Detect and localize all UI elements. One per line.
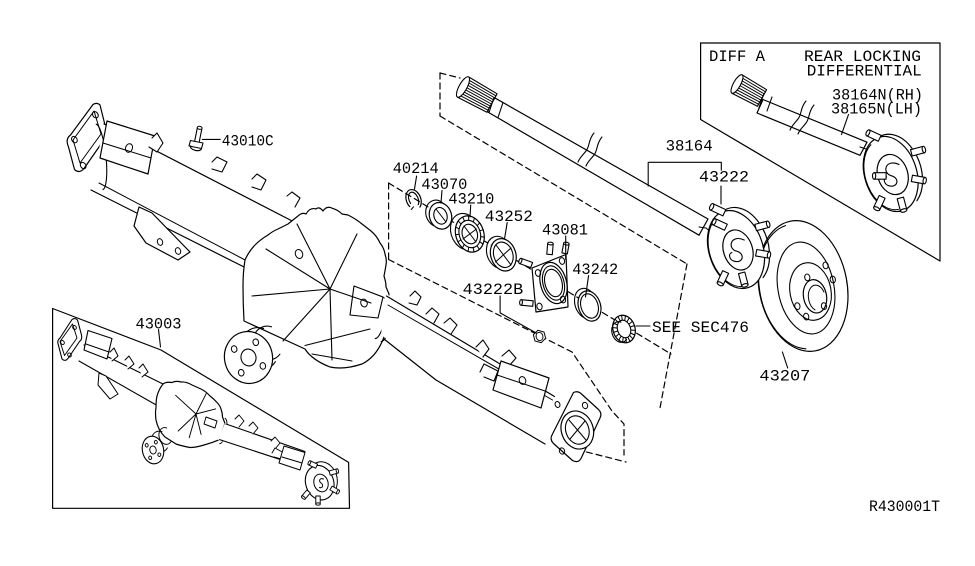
svg-text:43070: 43070 [421,176,467,194]
svg-text:40214: 40214 [393,160,439,178]
svg-text:43242: 43242 [572,261,618,279]
svg-text:DIFFERENTIAL: DIFFERENTIAL [807,63,922,81]
svg-text:43003: 43003 [136,316,182,334]
svg-text:43081: 43081 [542,222,588,240]
svg-text:38165N(LH): 38165N(LH) [831,101,922,119]
svg-text:43252: 43252 [485,208,533,226]
svg-text:R430001T: R430001T [869,498,940,516]
svg-text:DIFF A: DIFF A [709,48,765,66]
svg-text:43210: 43210 [448,191,494,209]
svg-text:38164: 38164 [666,138,713,156]
svg-text:38164N(RH): 38164N(RH) [832,87,923,105]
svg-text:43222: 43222 [699,169,749,187]
svg-text:SEE SEC476: SEE SEC476 [652,319,749,337]
svg-text:43010C: 43010C [222,133,274,151]
svg-text:43222B: 43222B [463,281,524,299]
svg-text:43207: 43207 [759,368,810,386]
svg-text:REAR LOCKING: REAR LOCKING [804,48,921,66]
